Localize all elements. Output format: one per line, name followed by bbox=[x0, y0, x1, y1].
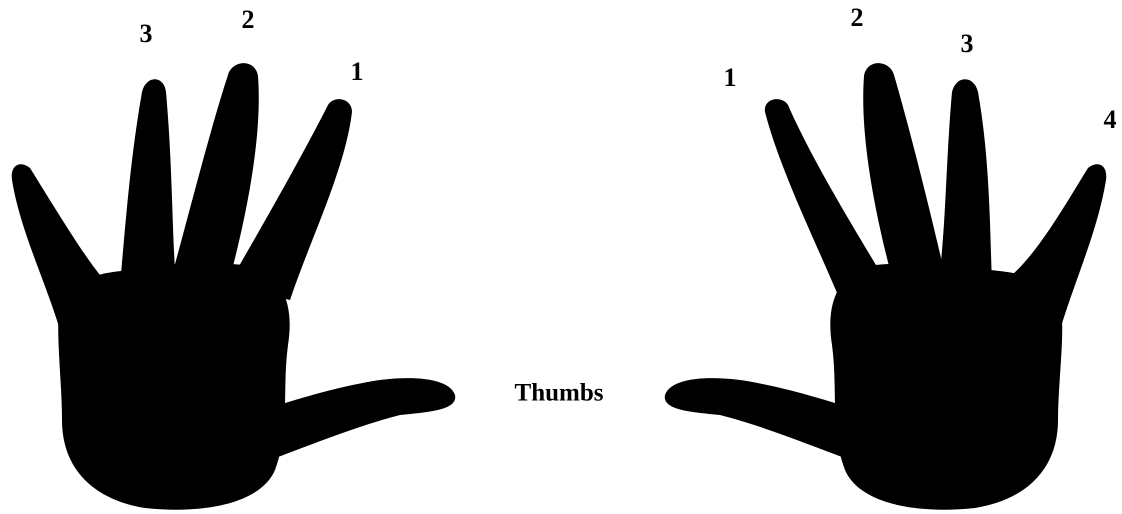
left-hand-silhouette bbox=[12, 63, 455, 510]
left-index-finger-number: 1 bbox=[351, 59, 364, 85]
right-index-finger-number: 1 bbox=[724, 65, 737, 91]
right-hand-silhouette bbox=[665, 63, 1106, 510]
right-little-finger-number: 4 bbox=[1104, 107, 1117, 133]
right-ring-finger-number: 3 bbox=[961, 31, 974, 57]
thumbs-label: Thumbs bbox=[515, 381, 604, 406]
left-ring-finger-number: 3 bbox=[140, 21, 153, 47]
left-middle-finger-number: 2 bbox=[242, 7, 255, 33]
right-middle-finger-number: 2 bbox=[851, 5, 864, 31]
